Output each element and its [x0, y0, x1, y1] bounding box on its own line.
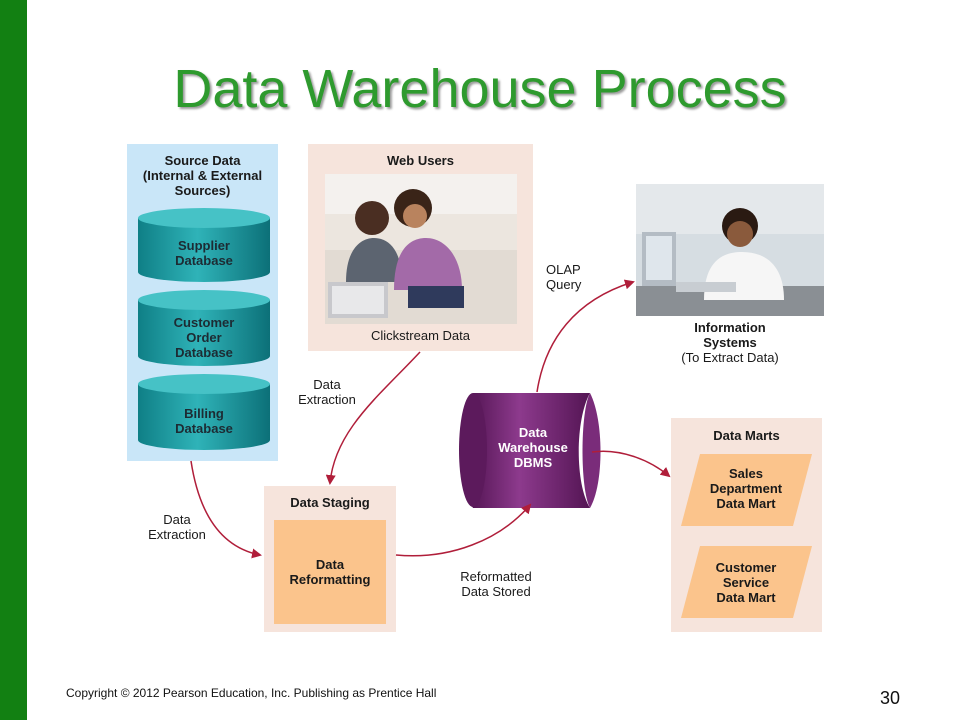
customer-service-data-mart-label: Customer Service Data Mart — [715, 560, 777, 605]
information-systems-label: Information Systems — [694, 320, 766, 350]
copyright-footer: Copyright © 2012 Pearson Education, Inc.… — [66, 686, 437, 700]
information-systems-photo — [636, 184, 824, 316]
warehouse-to-marts-arrow — [591, 450, 671, 478]
olap-query-label: OLAP Query — [546, 262, 582, 292]
customer-order-database-icon — [138, 290, 270, 366]
billing-database-label: Billing Database — [175, 406, 233, 436]
web-users-heading: Web Users — [387, 153, 454, 168]
data-reformatting-box — [274, 520, 386, 624]
data-staging-heading: Data Staging — [290, 495, 370, 510]
data-reformatting-label: Data Reformatting — [289, 557, 371, 587]
web-users-photo — [325, 174, 517, 324]
web-to-staging-arrow — [325, 351, 421, 485]
supplier-database-icon — [138, 208, 270, 282]
source-data-heading: Source Data (Internal & External Sources… — [142, 153, 263, 198]
data-extraction-label-top: Data Extraction — [298, 377, 356, 407]
left-accent-bar — [0, 0, 27, 720]
slide-title: Data Warehouse Process — [173, 59, 787, 119]
customer-order-database-label: Customer Order Database — [173, 315, 235, 360]
staging-to-warehouse-arrow — [395, 503, 532, 557]
clickstream-caption: Clickstream Data — [371, 328, 470, 343]
customer-service-data-mart-icon — [681, 546, 812, 618]
data-extraction-label-bottom: Data Extraction — [148, 512, 206, 542]
source-to-staging-arrow — [190, 460, 262, 559]
supplier-database-label: Supplier Database — [175, 238, 233, 268]
sales-data-mart-icon — [681, 454, 812, 526]
page-number: 30 — [880, 688, 901, 708]
information-systems-sublabel: (To Extract Data) — [681, 350, 779, 365]
warehouse-to-information-arrow — [536, 279, 635, 393]
sales-data-mart-label: Sales Department Data Mart — [709, 466, 783, 511]
reformatted-data-stored-label: Reformatted Data Stored — [460, 569, 532, 599]
data-warehouse-dbms-icon — [459, 393, 601, 508]
data-marts-heading: Data Marts — [713, 428, 780, 443]
data-warehouse-label: Data Warehouse DBMS — [498, 425, 568, 470]
billing-database-icon — [138, 374, 270, 450]
